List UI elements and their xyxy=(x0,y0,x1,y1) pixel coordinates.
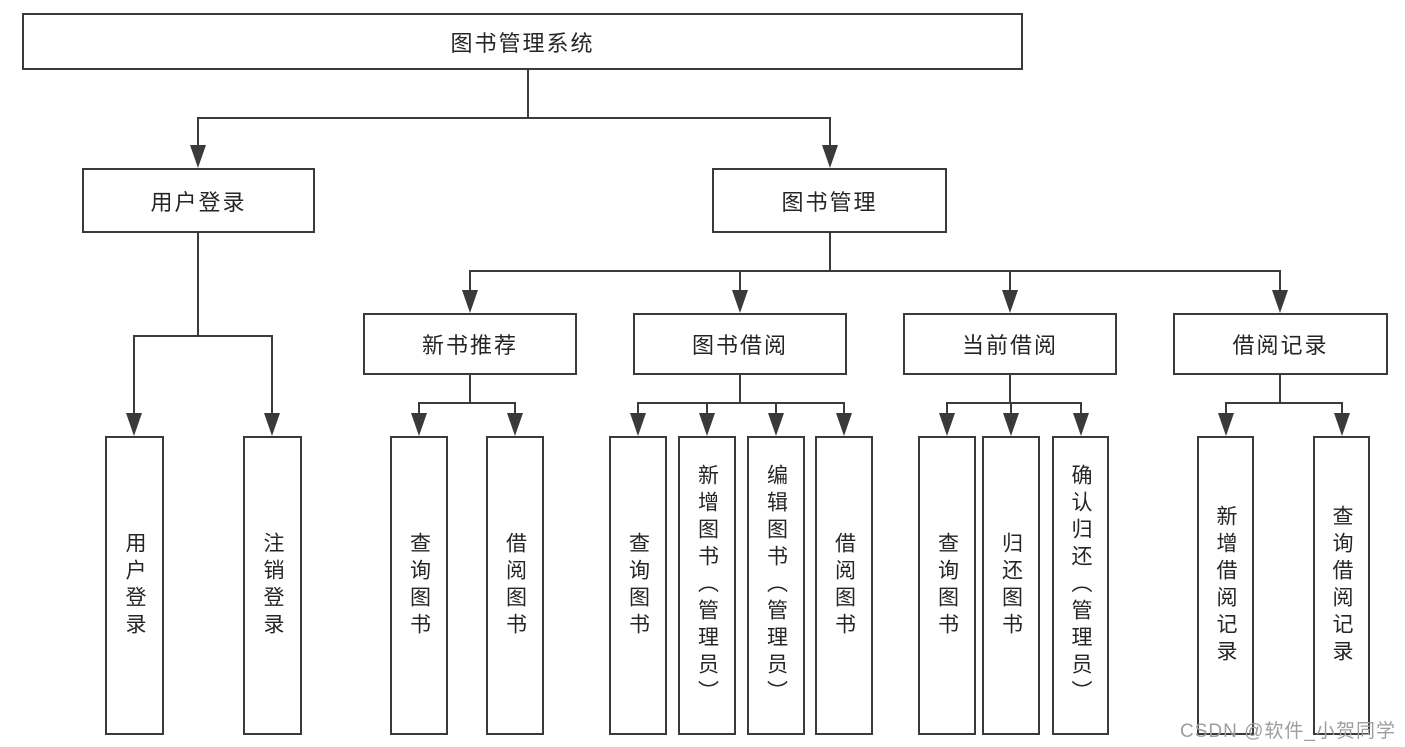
arrow-down-icon xyxy=(822,145,838,168)
leaf-return-books: 归还图书 xyxy=(982,436,1040,735)
connector-hline xyxy=(133,335,273,337)
connector-vline xyxy=(1341,403,1343,417)
arrow-down-icon xyxy=(699,413,715,436)
node-borrow-records-label: 借阅记录 xyxy=(1232,333,1329,358)
connector-vline xyxy=(706,403,708,417)
connector-vline xyxy=(469,271,471,295)
leaf-logout: 注销登录 xyxy=(243,436,302,735)
node-root-label: 图书管理系统 xyxy=(450,30,595,56)
node-user-login-label: 用户登录 xyxy=(150,189,247,215)
arrow-down-icon xyxy=(939,413,955,436)
arrow-down-icon xyxy=(190,145,206,168)
leaf-label: 借阅图书 xyxy=(503,531,527,640)
leaf-add-books-admin: 新增图书（管理员） xyxy=(678,436,736,735)
node-current-borrow-label: 当前借阅 xyxy=(961,333,1058,358)
connector-hline xyxy=(1225,402,1343,404)
leaf-query-books-current: 查询图书 xyxy=(918,436,976,735)
connector-vline xyxy=(829,233,831,271)
arrow-down-icon xyxy=(1002,290,1018,313)
connector-vline xyxy=(775,403,777,417)
connector-vline xyxy=(1009,271,1011,295)
connector-vline xyxy=(133,336,135,416)
leaf-label: 查询借阅记录 xyxy=(1330,504,1353,667)
leaf-borrow-books: 借阅图书 xyxy=(815,436,873,735)
connector-vline xyxy=(739,375,741,403)
connector-vline xyxy=(527,70,529,118)
connector-vline xyxy=(1009,375,1011,403)
node-new-book-recommend: 新书推荐 xyxy=(363,313,577,375)
connector-hline xyxy=(197,117,831,119)
leaf-query-books-borrow: 查询图书 xyxy=(609,436,667,735)
connector-vline xyxy=(1080,403,1082,417)
arrow-down-icon xyxy=(1272,290,1288,313)
arrow-down-icon xyxy=(630,413,646,436)
connector-vline xyxy=(197,233,199,336)
node-book-management: 图书管理 xyxy=(712,168,947,233)
leaf-label: 用户登录 xyxy=(123,531,146,640)
node-book-management-label: 图书管理 xyxy=(781,189,878,215)
node-book-borrow-label: 图书借阅 xyxy=(691,333,788,358)
leaf-query-books-recommend: 查询图书 xyxy=(390,436,448,735)
leaf-label: 编辑图书（管理员） xyxy=(764,464,788,707)
leaf-label: 借阅图书 xyxy=(832,531,856,640)
arrow-down-icon xyxy=(126,413,142,436)
node-new-book-recommend-label: 新书推荐 xyxy=(421,333,518,358)
connector-vline xyxy=(1279,271,1281,295)
leaf-label: 归还图书 xyxy=(999,531,1023,640)
connector-vline xyxy=(1225,403,1227,417)
connector-vline xyxy=(843,403,845,417)
connector-vline xyxy=(829,118,831,150)
node-borrow-records: 借阅记录 xyxy=(1173,313,1388,375)
connector-vline xyxy=(514,403,516,417)
node-root: 图书管理系统 xyxy=(22,13,1023,70)
leaf-label: 查询图书 xyxy=(935,531,959,640)
connector-vline xyxy=(739,271,741,295)
arrow-down-icon xyxy=(1218,413,1234,436)
leaf-label: 查询图书 xyxy=(626,531,650,640)
watermark-text: CSDN @软件_小贺同学 xyxy=(1180,721,1396,742)
arrow-down-icon xyxy=(1073,413,1089,436)
arrow-down-icon xyxy=(462,290,478,313)
arrow-down-icon xyxy=(264,413,280,436)
connector-vline xyxy=(637,403,639,417)
node-user-login: 用户登录 xyxy=(82,168,315,233)
connector-vline xyxy=(197,118,199,150)
arrow-down-icon xyxy=(411,413,427,436)
arrow-down-icon xyxy=(1334,413,1350,436)
leaf-edit-books-admin: 编辑图书（管理员） xyxy=(747,436,805,735)
leaf-label: 查询图书 xyxy=(407,531,431,640)
connector-hline xyxy=(469,270,1281,272)
connector-hline xyxy=(637,402,845,404)
leaf-confirm-return-admin: 确认归还（管理员） xyxy=(1052,436,1109,735)
leaf-label: 新增借阅记录 xyxy=(1214,504,1237,667)
connector-vline xyxy=(1279,375,1281,403)
connector-vline xyxy=(271,336,273,416)
connector-vline xyxy=(469,375,471,403)
leaf-label: 新增图书（管理员） xyxy=(695,464,719,707)
arrow-down-icon xyxy=(732,290,748,313)
connector-vline xyxy=(946,403,948,417)
leaf-label: 确认归还（管理员） xyxy=(1069,464,1092,707)
connector-vline xyxy=(418,403,420,417)
arrow-down-icon xyxy=(1003,413,1019,436)
connector-hline xyxy=(946,402,1082,404)
leaf-label: 注销登录 xyxy=(261,531,284,640)
leaf-add-borrow-record: 新增借阅记录 xyxy=(1197,436,1254,735)
leaf-borrow-books-recommend: 借阅图书 xyxy=(486,436,544,735)
connector-hline xyxy=(418,402,516,404)
node-current-borrow: 当前借阅 xyxy=(903,313,1117,375)
arrow-down-icon xyxy=(836,413,852,436)
arrow-down-icon xyxy=(768,413,784,436)
node-book-borrow: 图书借阅 xyxy=(633,313,847,375)
arrow-down-icon xyxy=(507,413,523,436)
leaf-query-borrow-record: 查询借阅记录 xyxy=(1313,436,1370,735)
leaf-user-login: 用户登录 xyxy=(105,436,164,735)
connector-vline xyxy=(1010,403,1012,417)
